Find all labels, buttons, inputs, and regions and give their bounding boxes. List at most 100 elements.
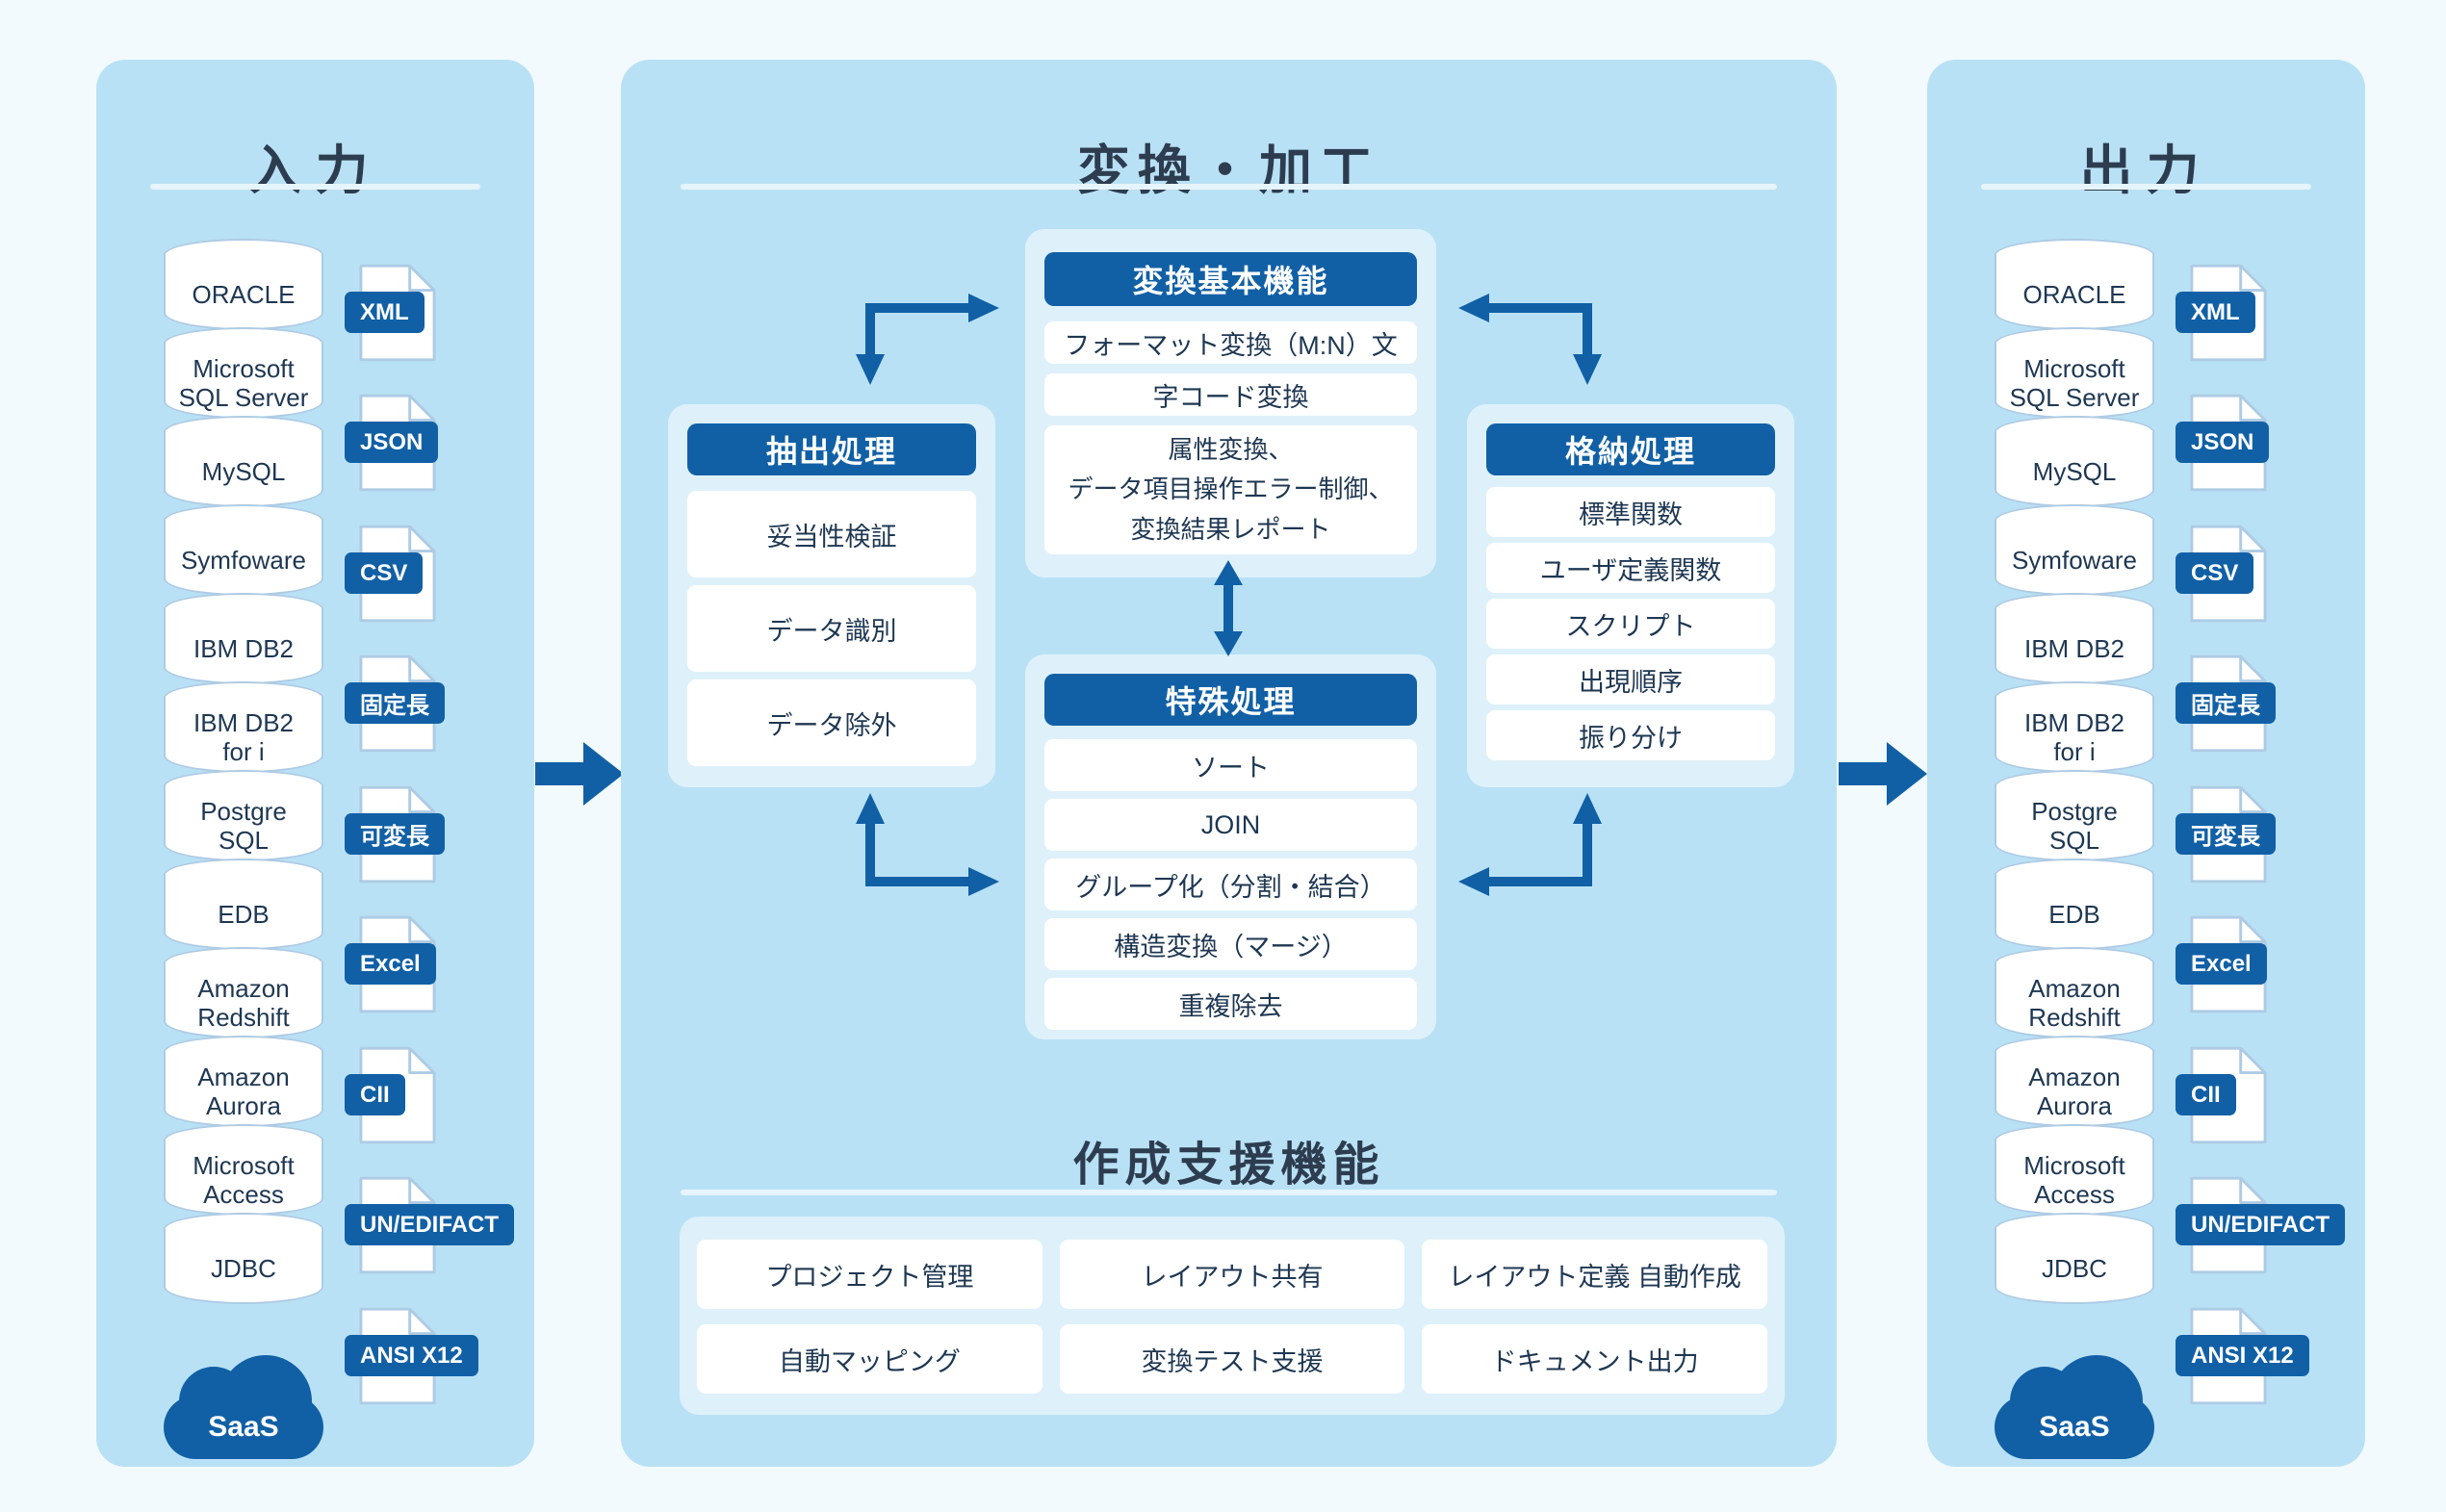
feature-item: 妥当性検証 — [687, 491, 976, 577]
database-cylinder-icon: Microsoft SQL Server — [1995, 327, 2154, 419]
feature-item: フォーマット変換（M:N）文 — [1044, 321, 1417, 364]
format-badge: XML — [2176, 292, 2255, 333]
feature-item: 構造変換（マージ） — [1044, 918, 1417, 970]
database-label: IBM DB2 for i — [193, 707, 295, 766]
database-cylinder-icon: Symfoware — [164, 504, 323, 596]
group-special-header: 特殊処理 — [1044, 674, 1417, 726]
database-label: EDB — [2048, 899, 2100, 929]
database-cylinder-icon: ORACLE — [1995, 239, 2154, 330]
feature-item: ソート — [1044, 739, 1417, 791]
feature-item: 属性変換、 データ項目操作エラー制御、 変換結果レポート — [1044, 425, 1417, 554]
file-icon: 可変長 — [2176, 784, 2276, 884]
feature-item: データ除外 — [687, 679, 976, 766]
database-label: ORACLE — [2022, 279, 2126, 309]
elbow-arrow-basic-extract-top-left — [856, 294, 999, 385]
database-cylinder-icon: Microsoft Access — [164, 1124, 323, 1216]
format-badge: CSV — [2176, 552, 2254, 594]
group-extraction-header: 抽出処理 — [687, 423, 976, 475]
format-badge: CII — [345, 1074, 405, 1115]
database-label: Amazon Redshift — [197, 973, 290, 1032]
output-database-stack: ORACLE Microsoft SQL Server MySQL Symfow… — [1995, 239, 2154, 1304]
database-label: Symfoware — [2011, 545, 2138, 575]
format-badge: XML — [345, 292, 425, 333]
database-cylinder-icon: Microsoft SQL Server — [164, 327, 323, 419]
divider — [681, 1190, 1777, 1195]
output-panel-title: 出力 — [2079, 141, 2213, 200]
database-label: Microsoft Access — [193, 1150, 295, 1209]
saas-cloud-icon: SaaS — [1995, 1355, 2154, 1459]
database-label: JDBC — [211, 1253, 276, 1283]
support-item: プロジェクト管理 — [697, 1240, 1043, 1309]
file-icon: JSON — [345, 393, 439, 493]
cloud-label: SaaS — [2039, 1411, 2110, 1443]
database-label: Amazon Redshift — [2028, 973, 2121, 1032]
database-cylinder-icon: Amazon Aurora — [1995, 1036, 2154, 1127]
database-label: Postgre SQL — [2031, 796, 2118, 855]
database-cylinder-icon: EDB — [1995, 859, 2154, 950]
elbow-arrow-extract-special-bottom-left — [856, 793, 999, 896]
saas-cloud-icon: SaaS — [164, 1355, 323, 1459]
cloud-label: SaaS — [208, 1411, 279, 1443]
input-database-stack: ORACLE Microsoft SQL Server MySQL Symfow… — [164, 239, 323, 1304]
file-icon: UN/EDIFACT — [2176, 1175, 2345, 1275]
support-item: ドキュメント出力 — [1422, 1324, 1767, 1394]
feature-item: JOIN — [1044, 799, 1417, 851]
format-badge: JSON — [345, 422, 439, 463]
database-cylinder-icon: Postgre SQL — [1995, 770, 2154, 861]
support-item: 変換テスト支援 — [1059, 1324, 1405, 1394]
feature-item: 標準関数 — [1486, 487, 1775, 537]
database-cylinder-icon: EDB — [164, 859, 323, 950]
database-cylinder-icon: JDBC — [164, 1213, 323, 1304]
file-icon: UN/EDIFACT — [345, 1175, 514, 1275]
feature-item: 重複除去 — [1044, 978, 1417, 1030]
format-badge: UN/EDIFACT — [345, 1204, 514, 1245]
transform-panel-title: 変換・加工 — [1076, 141, 1380, 200]
support-item: レイアウト定義 自動作成 — [1422, 1240, 1767, 1309]
format-badge: ANSI X12 — [2176, 1335, 2309, 1376]
divider — [681, 184, 1777, 190]
database-cylinder-icon: IBM DB2 — [1995, 593, 2154, 684]
file-icon: 可変長 — [345, 784, 445, 884]
database-label: MySQL — [201, 456, 286, 486]
file-icon: Excel — [345, 914, 437, 1014]
feature-item: 字コード変換 — [1044, 373, 1417, 416]
format-badge: Excel — [345, 943, 436, 985]
format-badge: 可変長 — [345, 813, 445, 855]
group-special: 特殊処理 ソート JOIN グループ化（分割・結合） 構造変換（マージ） 重複除… — [1025, 654, 1436, 1039]
support-feature-grid: プロジェクト管理 レイアウト共有 レイアウト定義 自動作成 自動マッピング 変換… — [680, 1217, 1785, 1415]
format-badge: Excel — [2176, 943, 2267, 985]
elbow-arrow-store-special-bottom-right — [1458, 793, 1602, 896]
database-label: IBM DB2 — [193, 633, 295, 663]
format-badge: CII — [2176, 1074, 2236, 1115]
support-item: レイアウト共有 — [1059, 1240, 1405, 1309]
file-icon: ANSI X12 — [345, 1306, 478, 1406]
input-panel-title: 入力 — [248, 141, 382, 200]
elbow-arrow-basic-store-top-right — [1458, 294, 1602, 385]
file-icon: Excel — [2176, 914, 2268, 1014]
divider — [1981, 184, 2311, 190]
database-label: EDB — [218, 899, 270, 929]
database-cylinder-icon: Symfoware — [1995, 504, 2154, 596]
group-extraction: 抽出処理 妥当性検証 データ識別 データ除外 — [668, 404, 995, 787]
database-label: Postgre SQL — [200, 796, 287, 855]
feature-item: スクリプト — [1486, 599, 1775, 649]
group-basic-conversion: 変換基本機能 フォーマット変換（M:N）文 字コード変換 属性変換、 データ項目… — [1025, 229, 1436, 577]
file-icon: XML — [2176, 263, 2268, 363]
database-cylinder-icon: Amazon Redshift — [1995, 947, 2154, 1038]
feature-item: ユーザ定義関数 — [1486, 543, 1775, 593]
database-label: ORACLE — [192, 279, 296, 309]
file-icon: ANSI X12 — [2176, 1306, 2309, 1406]
database-cylinder-icon: JDBC — [1995, 1213, 2154, 1304]
database-cylinder-icon: IBM DB2 — [164, 593, 323, 684]
double-arrow-basic-special — [1214, 560, 1243, 656]
database-cylinder-icon: MySQL — [1995, 416, 2154, 507]
format-badge: 固定長 — [2176, 682, 2276, 724]
format-badge: CSV — [345, 552, 424, 594]
input-panel: 入力 ORACLE Microsoft SQL Server MySQL Sym… — [96, 60, 534, 1467]
format-badge: 可変長 — [2176, 813, 2276, 855]
file-icon: CSV — [345, 524, 437, 624]
database-cylinder-icon: IBM DB2 for i — [1995, 681, 2154, 773]
file-icon: 固定長 — [2176, 653, 2276, 754]
divider — [150, 184, 480, 190]
